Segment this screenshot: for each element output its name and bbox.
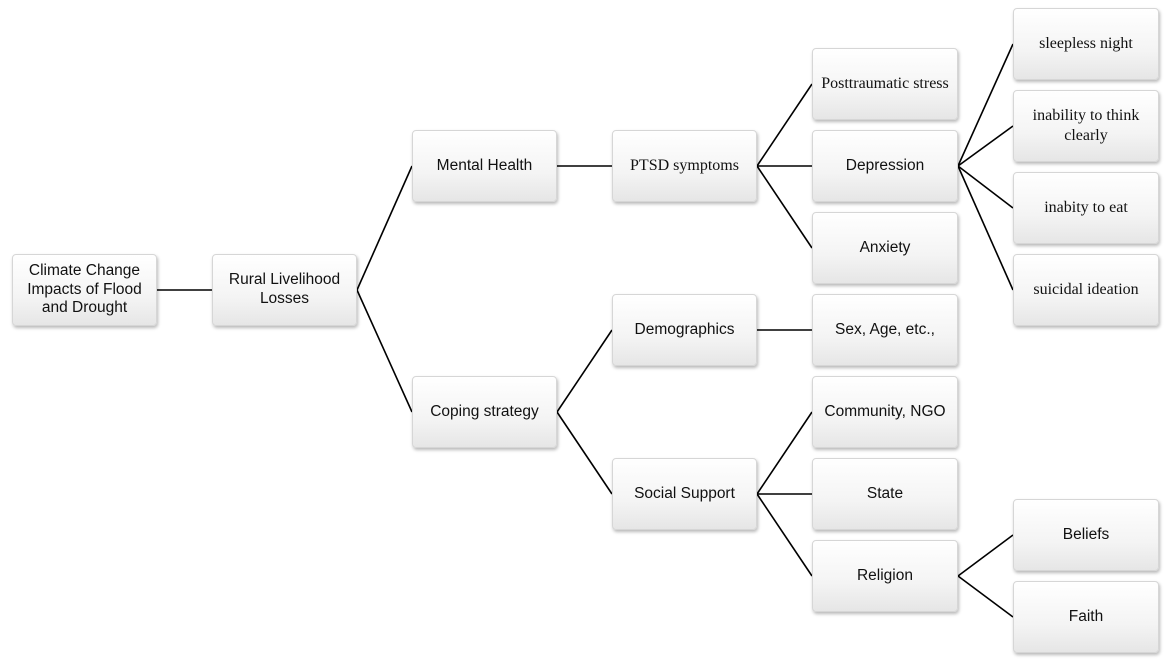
connector-rural-mental bbox=[356, 165, 413, 291]
node-community-ngo: Community, NGO bbox=[812, 376, 958, 448]
connector-depression-sleepless bbox=[957, 43, 1014, 167]
node-posttraumatic-stress: Posttraumatic stress bbox=[812, 48, 958, 120]
node-faith: Faith bbox=[1013, 581, 1159, 653]
connector-religion-beliefs bbox=[957, 534, 1014, 577]
node-state: State bbox=[812, 458, 958, 530]
node-demographics: Demographics bbox=[612, 294, 757, 366]
connector-social-religion bbox=[756, 493, 813, 577]
node-depression: Depression bbox=[812, 130, 958, 202]
connector-depression-eat bbox=[957, 165, 1014, 209]
node-mental-health: Mental Health bbox=[412, 130, 557, 202]
node-social-support: Social Support bbox=[612, 458, 757, 530]
node-rural-livelihood-losses: Rural Livelihood Losses bbox=[212, 254, 357, 326]
node-religion: Religion bbox=[812, 540, 958, 612]
node-sex-age: Sex, Age, etc., bbox=[812, 294, 958, 366]
node-climate-change: Climate Change Impacts of Flood and Drou… bbox=[12, 254, 157, 326]
node-suicidal-ideation: suicidal ideation bbox=[1013, 254, 1159, 326]
connector-social-community bbox=[756, 411, 813, 495]
connector-coping-social bbox=[556, 411, 613, 495]
node-inability-to-think: inability to think clearly bbox=[1013, 90, 1159, 162]
node-beliefs: Beliefs bbox=[1013, 499, 1159, 571]
node-coping-strategy: Coping strategy bbox=[412, 376, 557, 448]
connector-depression-suicidal bbox=[957, 165, 1014, 291]
connector-ptsd-posttraumatic bbox=[756, 83, 813, 167]
connector-coping-demographics bbox=[556, 329, 613, 413]
node-ptsd-symptoms: PTSD symptoms bbox=[612, 130, 757, 202]
connector-ptsd-anxiety bbox=[756, 165, 813, 249]
connector-depression-think bbox=[957, 125, 1014, 167]
node-anxiety: Anxiety bbox=[812, 212, 958, 284]
connector-rural-coping bbox=[356, 289, 413, 413]
node-sleepless-night: sleepless night bbox=[1013, 8, 1159, 80]
connector-religion-faith bbox=[957, 575, 1014, 618]
node-inability-to-eat: inabity to eat bbox=[1013, 172, 1159, 244]
